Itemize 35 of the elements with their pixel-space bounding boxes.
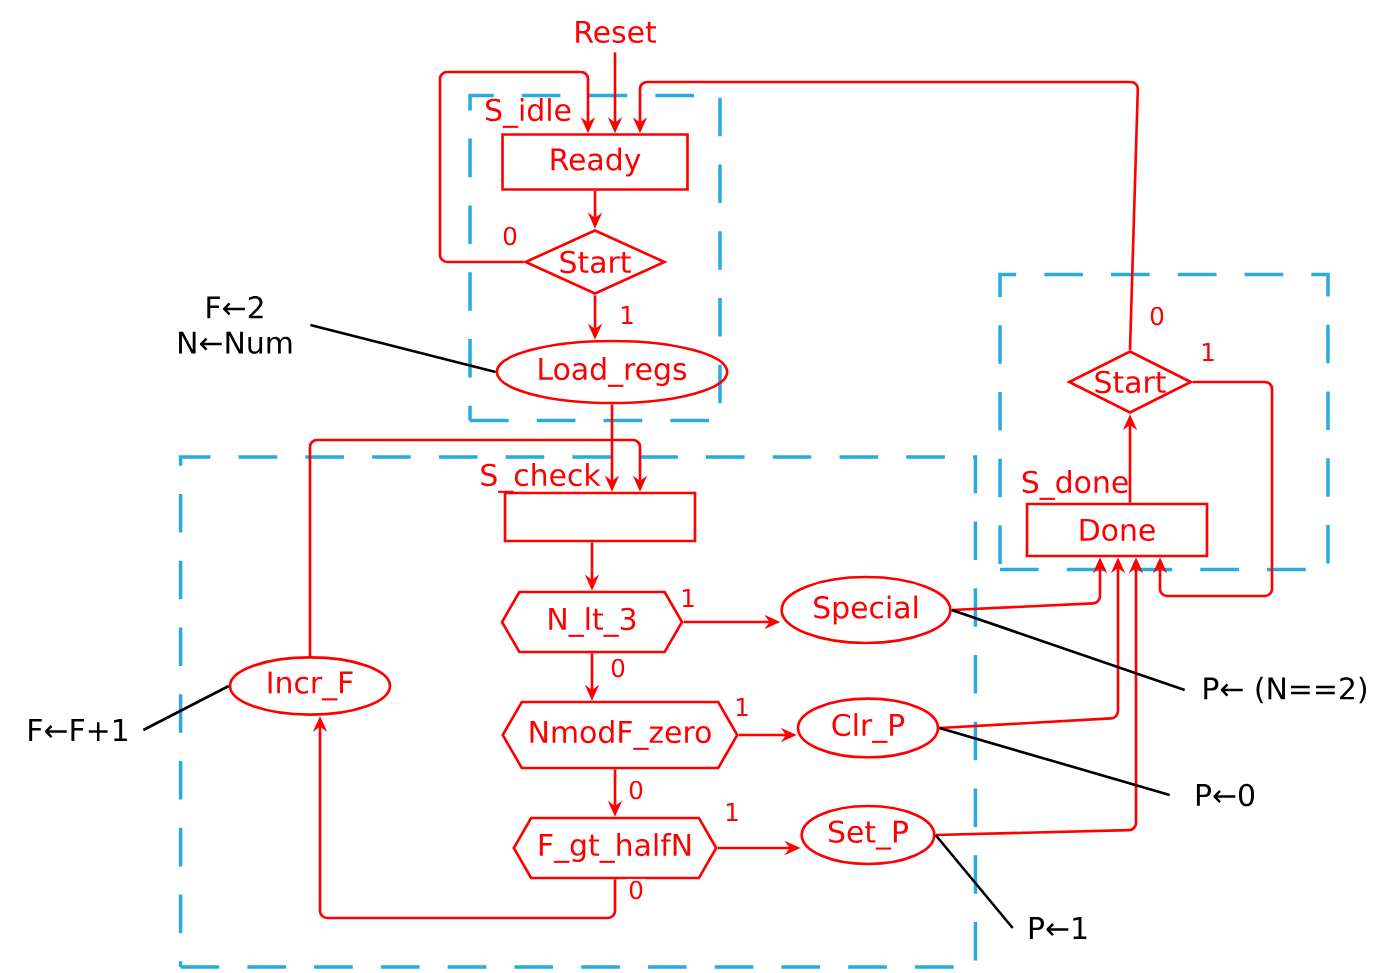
state-name: S_check: [481, 463, 601, 493]
conditional-output-oval: Special: [780, 575, 952, 645]
arrow: [308, 438, 648, 656]
conditional-output-oval: Load_regs: [495, 339, 729, 405]
edge-label: 0: [626, 878, 646, 902]
register-note: P←1: [1029, 917, 1087, 939]
edge-label: 1: [617, 304, 637, 326]
leader-line: [951, 608, 1186, 692]
state-box: Ready: [501, 133, 689, 191]
edge-label: 0: [500, 224, 520, 248]
arrow: [438, 70, 596, 264]
register-note: F←2 N←Num: [179, 296, 292, 354]
leader-line: [310, 323, 496, 374]
arrow: [1152, 380, 1274, 598]
leader-line: [938, 726, 1171, 797]
register-note: F←F+1: [29, 719, 127, 741]
decision-hexagon: F_gt_halfN: [512, 816, 718, 880]
state-box: [503, 491, 697, 543]
decision-hexagon: N_lt_3: [500, 590, 684, 654]
leader-line: [142, 684, 230, 732]
state-box: Done: [1025, 502, 1209, 558]
edge-label: 0: [1147, 304, 1167, 328]
state-name: S_done: [1022, 470, 1128, 500]
leader-line: [934, 834, 1014, 929]
edge-label: 1: [1198, 341, 1218, 363]
reset-label: Reset: [576, 20, 657, 44]
conditional-output-oval: Incr_F: [228, 656, 392, 716]
register-note: P← (N==2): [1204, 676, 1367, 704]
conditional-output-oval: Set_P: [800, 804, 936, 866]
conditional-output-oval: Clr_P: [796, 697, 940, 759]
state-name: S_idle: [486, 98, 571, 128]
edge-label: 1: [722, 801, 742, 823]
register-note: P←0: [1196, 783, 1255, 807]
edge-label: 0: [608, 656, 628, 680]
edge-label: 0: [626, 778, 646, 802]
